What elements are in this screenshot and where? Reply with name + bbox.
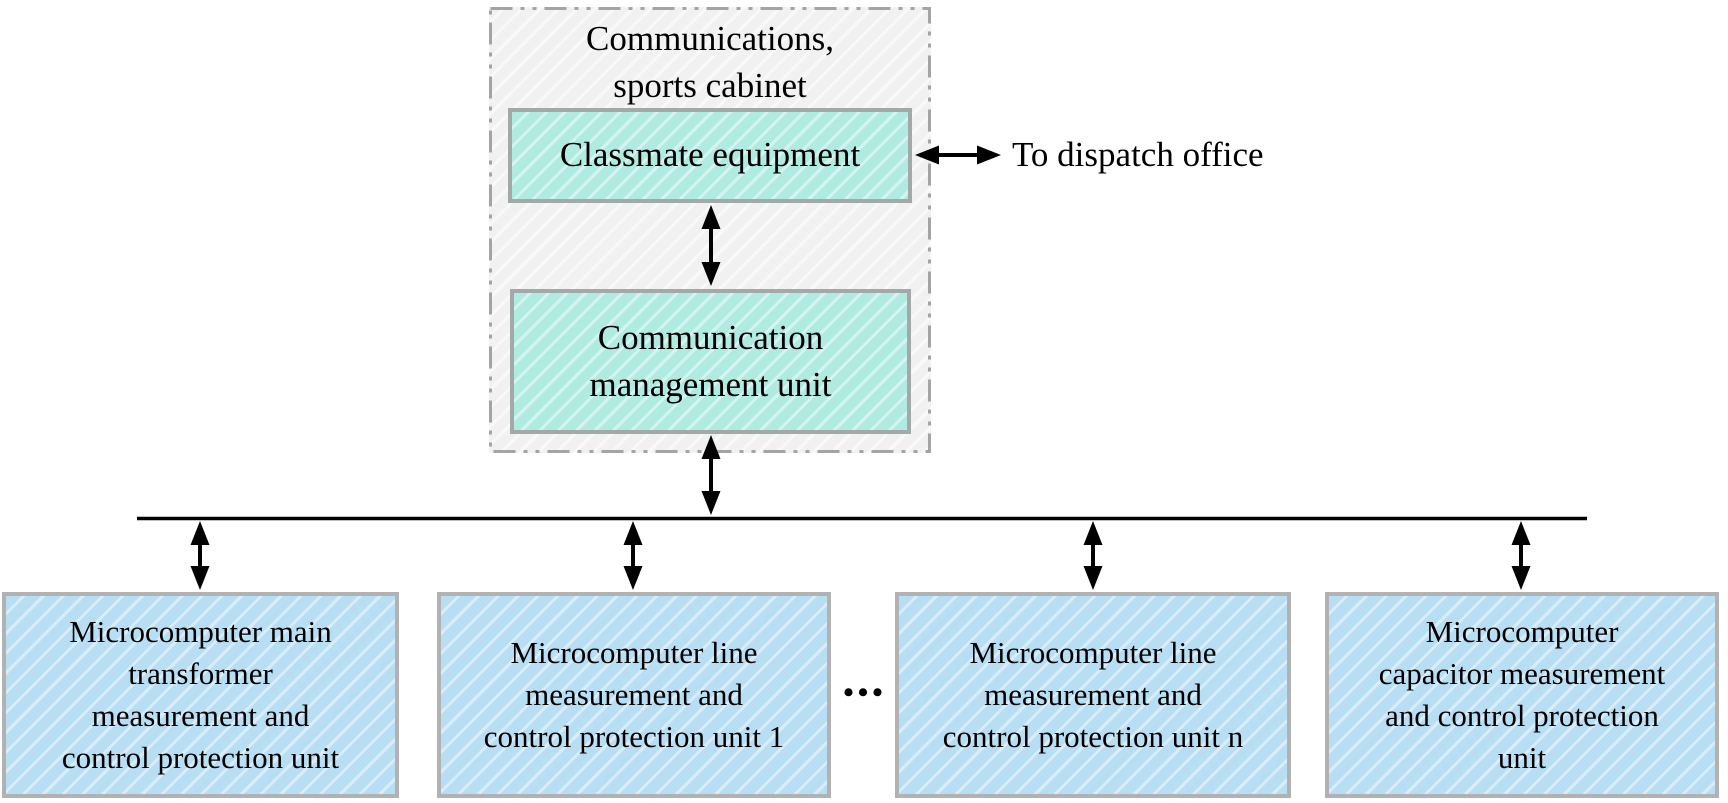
arrow-to-dispatch-office <box>915 145 1001 165</box>
arrow-bus-to-unit-4 <box>1511 521 1531 590</box>
to-dispatch-office-label: To dispatch office <box>1012 135 1264 174</box>
classmate-equipment-label: Classmate equipment <box>559 135 861 175</box>
arrow-classmate-to-management <box>701 205 721 286</box>
line-unit-n-box: Microcomputer line measurement and contr… <box>895 592 1291 798</box>
units-ellipsis: ••• <box>843 676 887 709</box>
line-unit-n-label: Microcomputer line measurement and contr… <box>942 634 1244 755</box>
main-transformer-unit-box: Microcomputer main transformer measureme… <box>2 592 399 798</box>
capacitor-unit-label: Microcomputer capacitor measurement and … <box>1378 613 1666 776</box>
communication-management-unit-label: Communication management unit <box>589 318 832 404</box>
communication-management-unit-box: Communication management unit <box>510 289 911 434</box>
arrow-bus-to-unit-3 <box>1083 521 1103 590</box>
arrow-bus-to-unit-1 <box>190 521 210 590</box>
line-unit-1-label: Microcomputer line measurement and contr… <box>483 634 785 755</box>
line-unit-1-box: Microcomputer line measurement and contr… <box>437 592 831 798</box>
main-transformer-unit-label: Microcomputer main transformer measureme… <box>61 613 340 776</box>
cabinet-title: Communications, sports cabinet <box>586 19 834 105</box>
arrow-management-to-bus <box>701 435 721 515</box>
capacitor-unit-box: Microcomputer capacitor measurement and … <box>1325 592 1719 798</box>
arrow-bus-to-unit-2 <box>623 521 643 590</box>
classmate-equipment-box: Classmate equipment <box>508 108 912 203</box>
